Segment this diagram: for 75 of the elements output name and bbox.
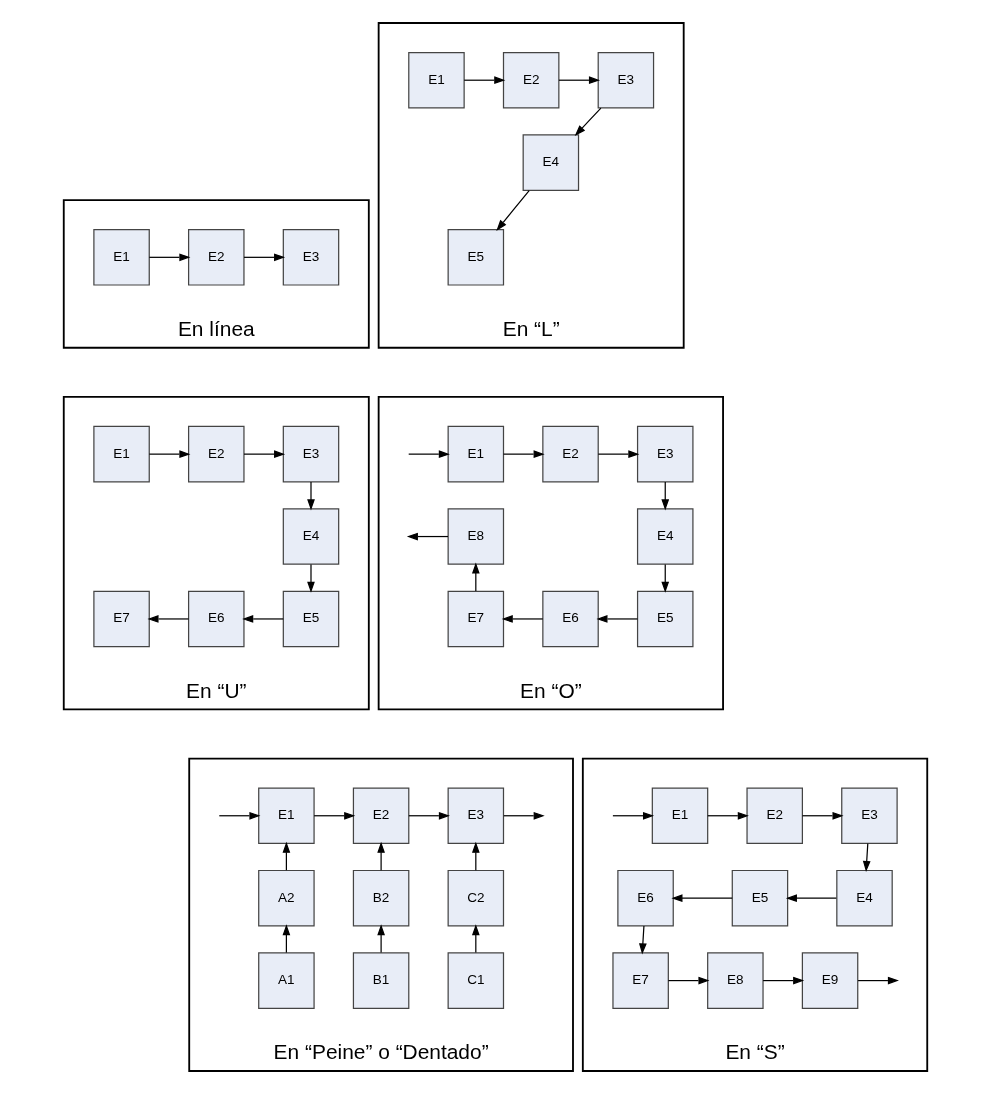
node-box: E8: [447, 508, 505, 565]
arrow: [377, 841, 385, 871]
node-box: E2: [502, 51, 560, 109]
node-box: B1: [352, 952, 410, 1009]
arrow: [147, 615, 190, 623]
arrow: [574, 107, 602, 136]
arrow: [313, 811, 356, 820]
node-box: E3: [282, 425, 340, 483]
arrow: [408, 811, 450, 820]
arrow: [148, 450, 191, 458]
arrow: [785, 894, 837, 903]
node-box: E2: [352, 787, 410, 845]
arrow: [377, 924, 385, 954]
node-box: E2: [746, 787, 803, 845]
node-box: E3: [636, 425, 694, 483]
node-box: E6: [188, 590, 245, 648]
node-box: E7: [447, 590, 505, 648]
arrow: [667, 976, 710, 985]
node-box: A2: [258, 869, 315, 927]
node-box: E6: [542, 590, 599, 648]
node-box: E7: [93, 590, 150, 648]
arrow: [801, 811, 844, 820]
arrow: [558, 76, 601, 85]
arrow: [148, 253, 191, 262]
node-box: B2: [352, 869, 410, 927]
node-box: E4: [522, 134, 580, 191]
node-box: E2: [542, 425, 599, 483]
arrow: [612, 811, 655, 820]
arrow: [501, 615, 544, 623]
arrow: [408, 450, 450, 458]
arrow: [596, 615, 639, 623]
arrow: [762, 976, 805, 985]
node-box: E4: [836, 869, 893, 927]
node-box: E1: [93, 229, 150, 286]
node-box: E8: [707, 952, 764, 1009]
arrow: [243, 450, 286, 458]
node-box: E1: [408, 51, 465, 109]
node-box: E5: [731, 869, 789, 927]
arrow: [597, 450, 640, 458]
arrow: [242, 615, 284, 623]
node-box: E1: [651, 787, 709, 845]
node-box: E7: [612, 952, 669, 1009]
node-box: E3: [282, 229, 340, 286]
node-box: E5: [447, 229, 505, 286]
arrow: [857, 976, 899, 985]
arrow: [243, 253, 286, 262]
node-box: C2: [447, 869, 505, 927]
node-box: E2: [188, 425, 245, 483]
node-box: A1: [258, 952, 315, 1009]
arrow: [307, 563, 315, 593]
arrow: [307, 481, 315, 511]
node-box: E1: [447, 425, 505, 483]
arrow: [463, 76, 506, 85]
arrow: [639, 925, 647, 955]
node-box: E3: [597, 51, 655, 109]
node-box: C1: [447, 952, 505, 1009]
arrow: [707, 811, 749, 820]
node-box: E2: [188, 229, 245, 286]
node-box: E4: [636, 508, 694, 565]
arrow: [496, 189, 530, 231]
node-box: E3: [841, 787, 898, 845]
node-box: E1: [258, 787, 315, 845]
arrow: [671, 894, 733, 903]
node-box: E6: [617, 869, 674, 927]
arrow: [503, 811, 545, 820]
node-box: E9: [801, 952, 859, 1009]
node-box: E3: [447, 787, 505, 845]
node-box: E1: [93, 425, 150, 483]
arrow: [502, 450, 545, 458]
node-box: E5: [282, 590, 340, 648]
node-box: E4: [282, 508, 340, 565]
arrow: [406, 532, 449, 541]
arrow: [218, 811, 261, 820]
node-box: E5: [636, 590, 694, 648]
arrow: [862, 843, 871, 873]
